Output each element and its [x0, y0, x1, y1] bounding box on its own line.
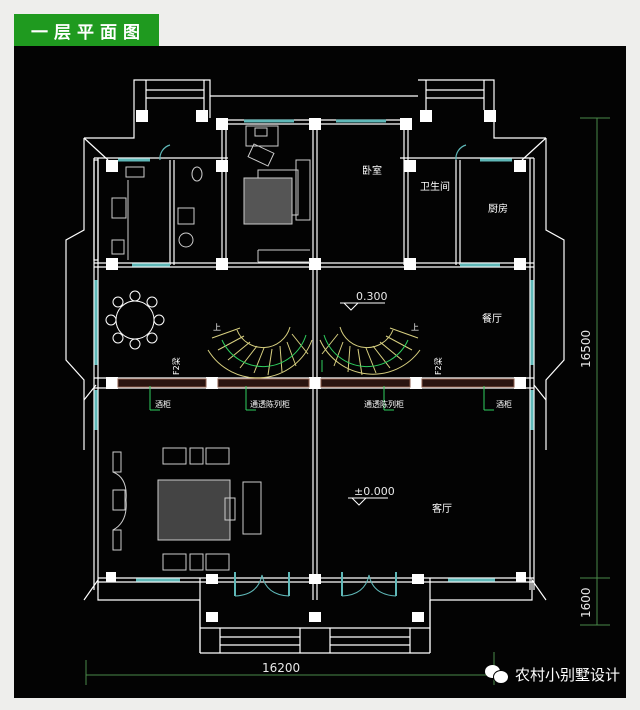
display-cabinet-right-label: 通透陈列柜 [364, 399, 404, 409]
watermark-text: 农村小别墅设计 [514, 666, 620, 684]
watermark: 农村小别墅设计 [484, 664, 620, 685]
dimension-depth-porch: 1600 [579, 587, 593, 618]
stair-up-left-label: 上 [213, 323, 221, 332]
stair-path [149, 334, 494, 411]
dimension-width: 16200 [262, 661, 300, 675]
elevation-upper-label: 0.300 [356, 290, 388, 303]
columns [106, 110, 526, 622]
spiral-stairs [207, 326, 421, 379]
room-label-dining: 餐厅 [482, 312, 502, 325]
dimension-lines [85, 117, 610, 685]
elevation-lower-label: ±0.000 [354, 485, 395, 498]
room-label-kitchen: 厨房 [488, 202, 508, 215]
walls [65, 79, 565, 654]
entry-doors [159, 144, 467, 597]
living-room-furniture [112, 447, 262, 571]
wine-cabinet-left-label: 酒柜 [155, 399, 171, 409]
wechat-icon [484, 664, 511, 685]
floor-plan-drawing: 卧室 卫生间 厨房 餐厅 客厅 0.300 ±0.000 上 上 F2梁 F2梁… [65, 79, 610, 685]
beam-right-label: F2梁 [434, 357, 443, 375]
room-label-bathroom: 卫生间 [420, 180, 450, 193]
dimension-depth-main: 16500 [579, 330, 593, 368]
display-cabinet-left-label: 通透陈列柜 [250, 399, 290, 409]
stair-up-right-label: 上 [411, 323, 419, 332]
room-label-living: 客厅 [432, 502, 452, 515]
wine-cabinet-right-label: 酒柜 [496, 399, 512, 409]
fixtures [111, 166, 203, 260]
windows [94, 119, 534, 582]
floor-plan-title: 一层平面图 [14, 14, 159, 46]
cabinets [117, 378, 515, 388]
drawing-sheet: 卧室 卫生间 厨房 餐厅 客厅 0.300 ±0.000 上 上 F2梁 F2梁… [14, 46, 626, 698]
dining-table [105, 290, 165, 350]
bedroom-furniture [243, 125, 311, 263]
room-label-bedroom: 卧室 [362, 164, 382, 177]
beam-left-label: F2梁 [172, 357, 181, 375]
elevation-markers [340, 302, 388, 506]
